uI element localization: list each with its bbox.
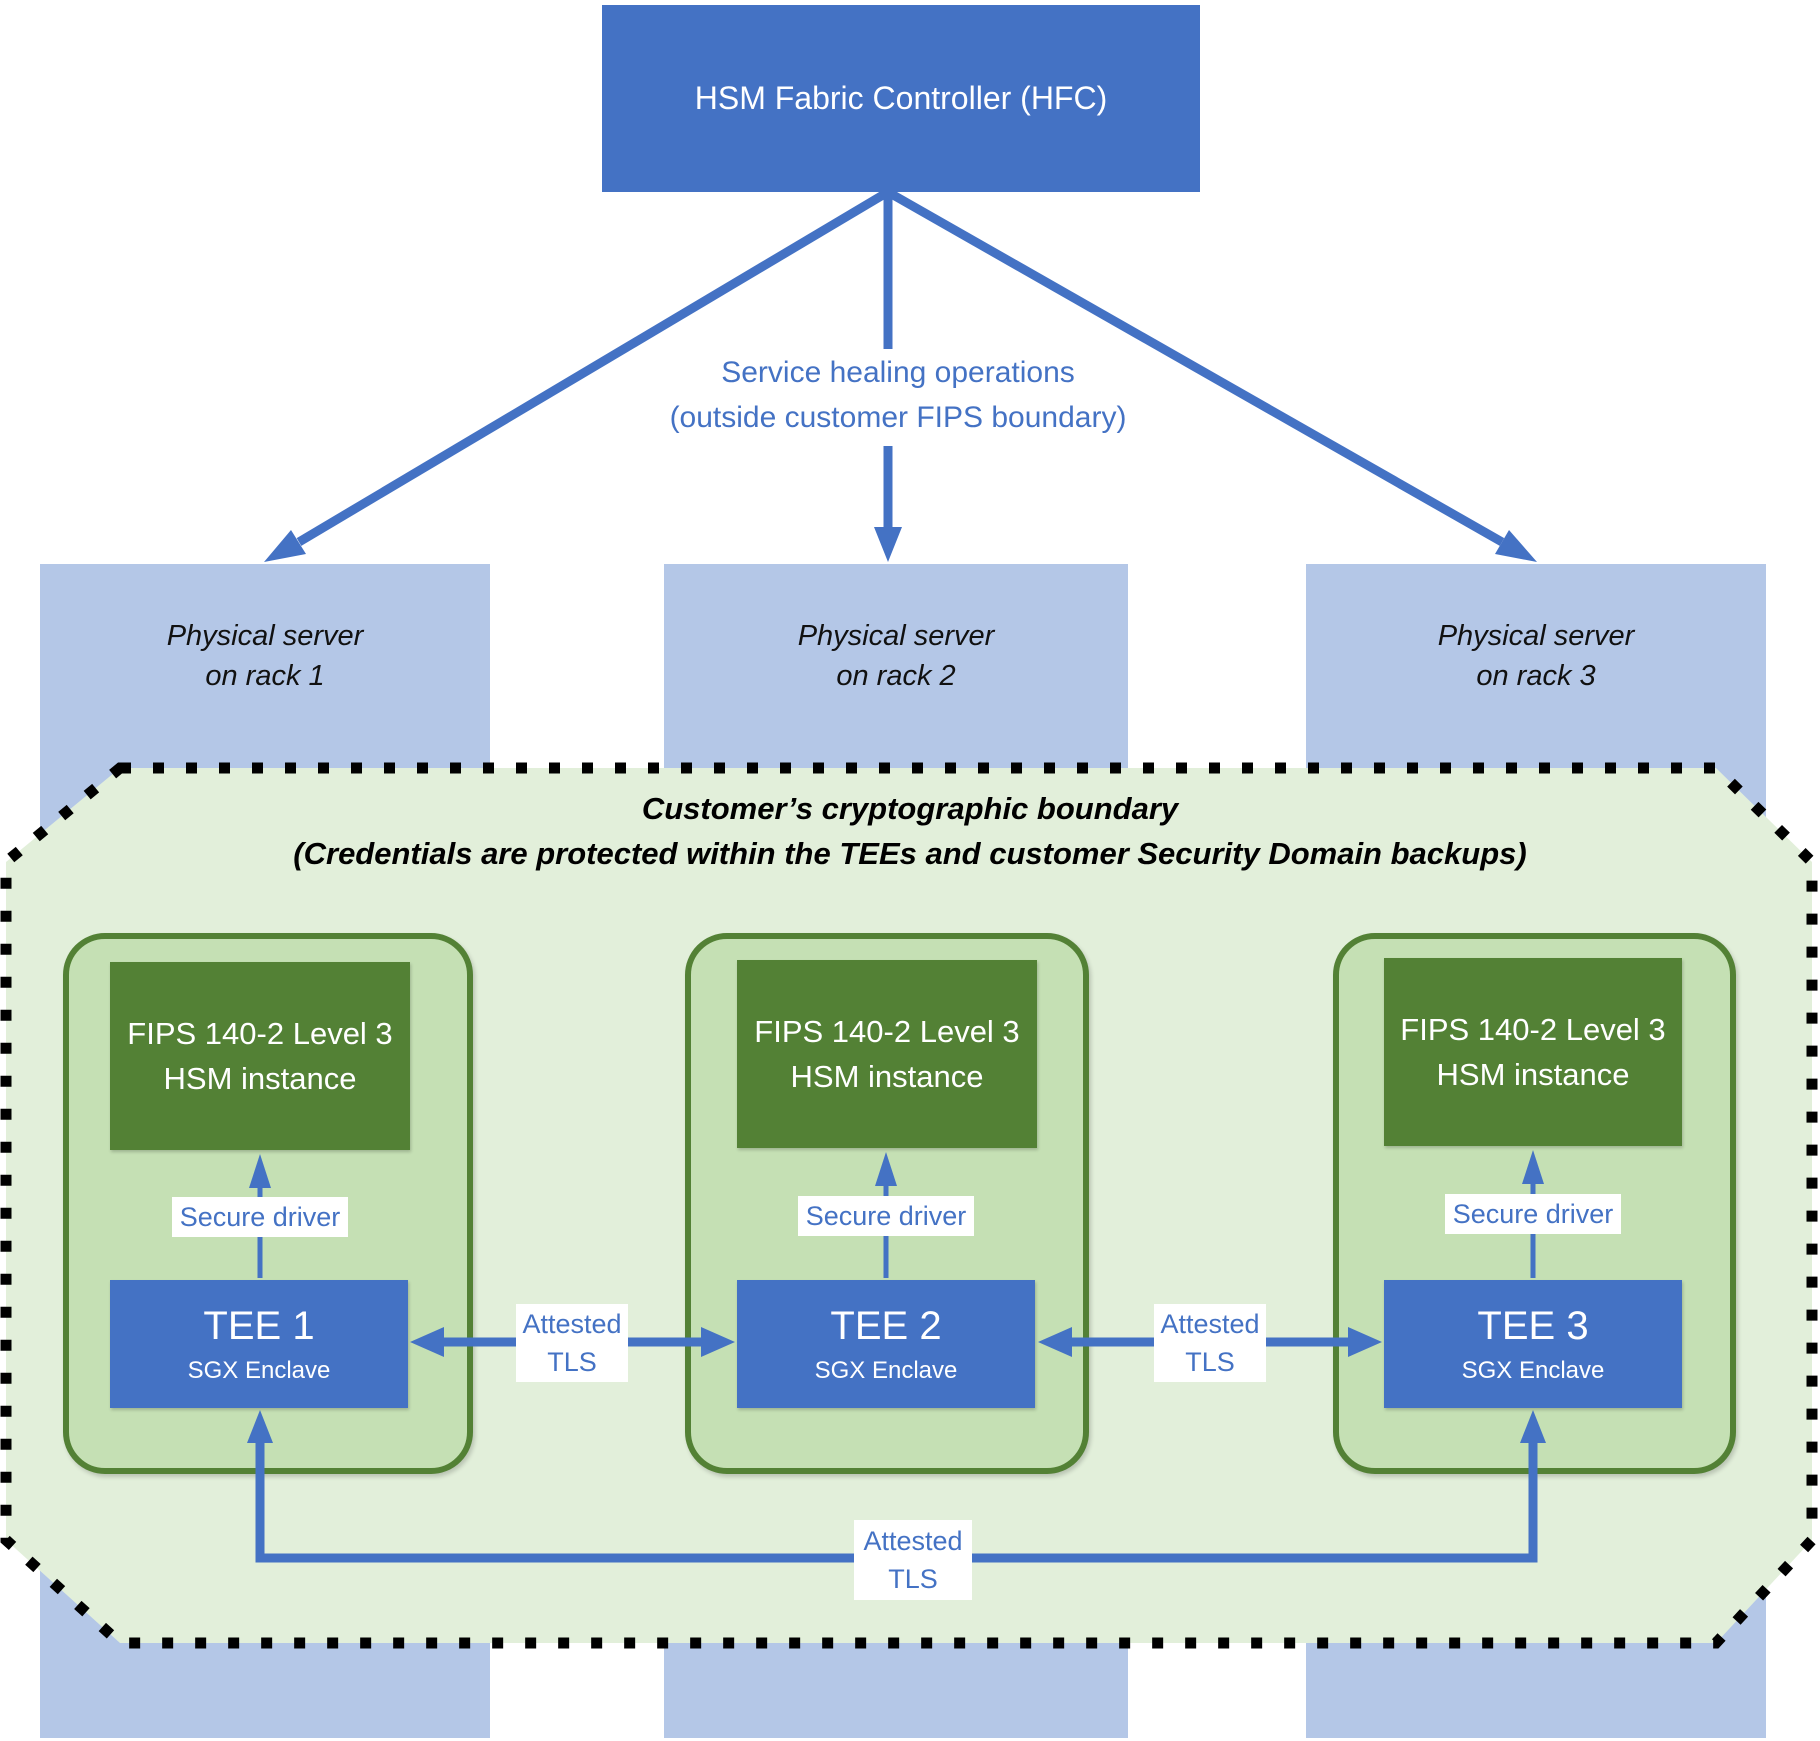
secure-driver-label-1-text: Secure driver [179,1202,341,1232]
crypto-boundary-title: Customer’s cryptographic boundary (Crede… [0,786,1820,876]
physical-server-rack2-line1: Physical server [797,620,995,652]
tee-box-3: TEE 3 SGX Enclave [1384,1280,1682,1408]
hsm-instance-box-1: FIPS 140-2 Level 3 HSM instance [110,962,410,1150]
tee-box-1: TEE 1 SGX Enclave [110,1280,408,1408]
tee-3-title: TEE 3 [1477,1304,1589,1348]
attested-tls-label-1-2: Attested TLS [516,1304,628,1382]
hsm-instance-3-line2: HSM instance [1436,1057,1630,1092]
physical-server-rack2-line2: on rack 2 [836,660,956,692]
physical-server-rack1-line2: on rack 1 [205,660,325,692]
hsm-instance-2-line2: HSM instance [790,1059,984,1094]
hfc-label: HSM Fabric Controller (HFC) [694,80,1108,116]
attested-tls-label-1-3-line1: Attested [863,1526,963,1556]
hfc-arrow-left-head [264,530,306,562]
hsm-instance-3-line1: FIPS 140-2 Level 3 [1400,1012,1666,1047]
hfc-arrow-middle-head [874,527,902,562]
tee-3-subtitle: SGX Enclave [1461,1357,1605,1384]
physical-server-rack3-line2: on rack 3 [1476,660,1596,692]
hsm-instance-box-3: FIPS 140-2 Level 3 HSM instance [1384,958,1682,1146]
secure-driver-label-2: Secure driver [798,1196,974,1236]
tee-2-subtitle: SGX Enclave [814,1357,958,1384]
attested-tls-label-2-3-line2: TLS [1185,1347,1235,1377]
physical-server-rack3-line1: Physical server [1437,620,1635,652]
attested-tls-label-1-3: Attested TLS [854,1520,972,1600]
service-healing-annotation: Service healing operations (outside cust… [448,350,1348,440]
tee-box-2: TEE 2 SGX Enclave [737,1280,1035,1408]
tee-1-title: TEE 1 [203,1304,315,1348]
tee-1-subtitle: SGX Enclave [187,1357,331,1384]
service-healing-line2: (outside customer FIPS boundary) [669,401,1127,434]
service-healing-line1: Service healing operations [721,356,1075,389]
attested-tls-label-2-3: Attested TLS [1154,1304,1266,1382]
physical-server-rack1-line1: Physical server [166,620,364,652]
secure-driver-label-1: Secure driver [172,1197,348,1237]
secure-driver-label-2-text: Secure driver [805,1201,967,1231]
crypto-boundary-title-line2: (Credentials are protected within the TE… [293,836,1527,871]
attested-tls-label-2-3-line1: Attested [1160,1309,1260,1339]
attested-tls-label-1-3-line2: TLS [888,1564,938,1594]
secure-driver-label-3: Secure driver [1445,1194,1621,1234]
crypto-boundary-title-line1: Customer’s cryptographic boundary [641,791,1179,826]
tee-2-title: TEE 2 [830,1304,942,1348]
hsm-instance-1-line1: FIPS 140-2 Level 3 [127,1016,393,1051]
hsm-instance-1-line2: HSM instance [163,1061,357,1096]
attested-tls-label-1-2-line1: Attested [522,1309,622,1339]
secure-driver-label-3-text: Secure driver [1452,1199,1614,1229]
hfc-box: HSM Fabric Controller (HFC) [602,5,1200,192]
hsm-instance-2-line1: FIPS 140-2 Level 3 [754,1014,1020,1049]
hfc-arrow-right-head [1495,530,1537,562]
attested-tls-label-1-2-line2: TLS [547,1347,597,1377]
hsm-instance-box-2: FIPS 140-2 Level 3 HSM instance [737,960,1037,1148]
